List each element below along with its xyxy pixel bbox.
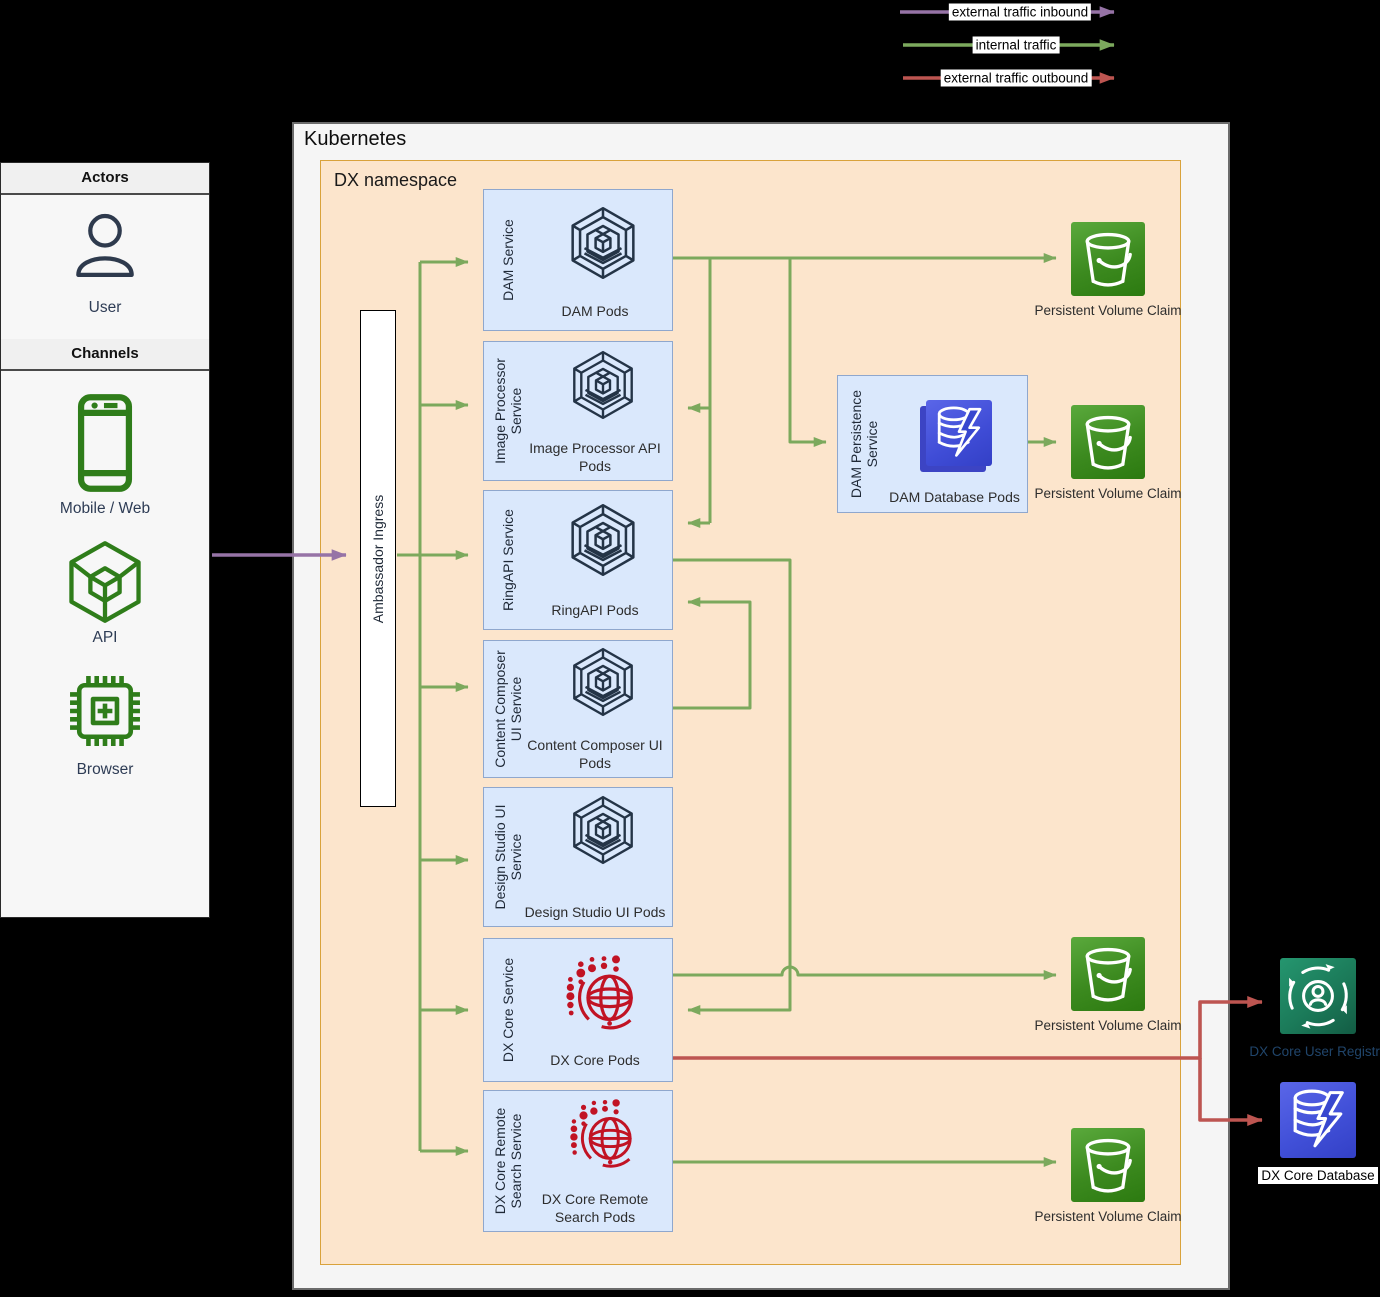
dam-service-box: DAM Service DAM Pods <box>483 189 673 331</box>
dam-persistence-service-box: DAM Persistence Service DAM Database Pod… <box>837 375 1028 513</box>
browser-chip-icon <box>59 665 151 757</box>
pods-cube-icon <box>568 647 638 717</box>
dam-persistence-service-label: DAM Persistence Service <box>847 389 880 499</box>
channels-header: Channels <box>1 339 209 371</box>
pvc-label: Persistent Volume Claim <box>1034 1209 1182 1224</box>
dam-pods-label: DAM Pods <box>561 302 629 319</box>
dx-namespace-title: DX namespace <box>334 170 458 190</box>
pods-cube-icon <box>566 206 640 280</box>
ringapi-pods-label: RingAPI Pods <box>551 601 639 618</box>
content-composer-pods-label: Content Composer UI Pods <box>527 737 663 771</box>
kubernetes-title: Kubernetes <box>304 128 407 150</box>
design-studio-service-box: Design Studio UI Service Design Studio U… <box>483 787 673 927</box>
dx-core-user-registry-label: DX Core User Registry <box>1249 1044 1380 1059</box>
bucket-icon <box>1071 1128 1145 1202</box>
ringapi-service-box: RingAPI Service RingAPI Pods <box>483 490 673 630</box>
dx-core-service-box: DX Core Service DX Core Pods <box>483 938 673 1082</box>
design-studio-pods-label: Design Studio UI Pods <box>524 903 666 920</box>
dx-core-remote-search-service-label: DX Core Remote Search Service <box>491 1107 524 1215</box>
legend-inbound-label: external traffic inbound <box>948 3 1092 21</box>
dx-globe-icon <box>558 953 650 1033</box>
user-registry-icon <box>1280 958 1356 1034</box>
dam-database-pods-label: DAM Database Pods <box>889 488 1020 505</box>
design-studio-service-label: Design Studio UI Service <box>491 804 524 910</box>
actors-channels-panel: Actors User Channels Mobile / Web API Br… <box>0 162 210 918</box>
pods-cube-icon <box>568 795 638 865</box>
pvc-label: Persistent Volume Claim <box>1034 486 1182 501</box>
api-label: API <box>92 629 118 646</box>
mobile-phone-icon <box>53 391 157 495</box>
browser-label: Browser <box>76 761 134 778</box>
content-composer-service-box: Content Composer UI Service Content Comp… <box>483 640 673 778</box>
content-composer-service-label: Content Composer UI Service <box>491 650 524 768</box>
user-label: User <box>88 299 122 316</box>
actors-header: Actors <box>1 163 209 195</box>
api-cube-icon <box>62 539 148 625</box>
image-processor-service-box: Image Processor Service Image Processor … <box>483 341 673 481</box>
pvc-label: Persistent Volume Claim <box>1034 1018 1182 1033</box>
dam-service-label: DAM Service <box>499 219 516 301</box>
legend-internal-label: internal traffic <box>972 36 1060 54</box>
user-icon <box>59 205 151 297</box>
pods-cube-icon <box>566 503 640 577</box>
legend-outbound-label: external traffic outbound <box>940 69 1092 87</box>
ringapi-service-label: RingAPI Service <box>499 509 516 611</box>
dx-core-remote-search-pods-label: DX Core Remote Search Pods <box>541 1191 649 1225</box>
database-bolt-icon <box>926 400 992 466</box>
mobile-web-label: Mobile / Web <box>59 500 151 517</box>
dx-namespace-boundary <box>320 160 1181 1265</box>
image-processor-service-label: Image Processor Service <box>491 358 524 464</box>
dx-globe-icon <box>562 1097 648 1171</box>
ambassador-ingress: Ambassador Ingress <box>360 310 396 807</box>
database-bolt-glyph <box>926 400 992 466</box>
image-processor-pods-label: Image Processor API Pods <box>529 440 661 474</box>
bucket-icon <box>1071 405 1145 479</box>
pvc-label: Persistent Volume Claim <box>1034 303 1182 318</box>
ambassador-ingress-label: Ambassador Ingress <box>369 494 386 623</box>
dx-core-pods-label: DX Core Pods <box>550 1051 640 1068</box>
dx-core-database-label: DX Core Database <box>1233 1167 1380 1184</box>
dx-core-remote-search-service-box: DX Core Remote Search Service DX Core Re… <box>483 1090 673 1232</box>
bucket-icon <box>1071 937 1145 1011</box>
database-bolt-icon <box>1280 1082 1356 1158</box>
pods-cube-icon <box>568 350 638 420</box>
bucket-icon <box>1071 222 1145 296</box>
dx-core-service-label: DX Core Service <box>499 957 516 1063</box>
